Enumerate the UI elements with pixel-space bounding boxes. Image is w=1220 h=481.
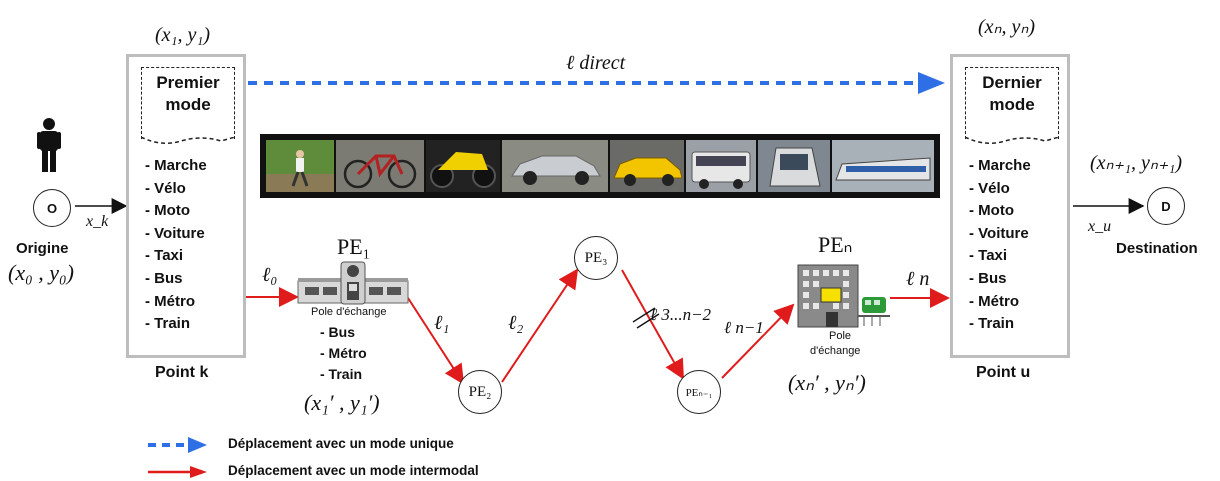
left-box-header: Premier mode [141,67,235,139]
list-item: - Métro [320,345,367,361]
direct-arrowhead [918,72,945,94]
edge-xu-label: x_u [1088,218,1112,235]
list-item: - Vélo [145,179,186,197]
edge-l1-label: ℓ₁ [434,312,450,334]
legend-dashed-label: Déplacement avec un mode unique [228,436,454,451]
node-pen1: PEₙ₋₁ [677,370,721,414]
coord-xnyn: (xₙ, yₙ) [978,16,1036,38]
transport-photo-strip [260,134,940,198]
tram-photo [758,140,830,192]
list-item: - Voiture [969,224,1029,242]
building-icon [797,264,890,328]
pen-title: PEₙ [818,232,853,257]
right-header-curl [965,137,1060,144]
right-box-caption: Point u [976,364,1031,381]
edge-l2 [501,268,579,383]
break-mark [636,313,660,329]
bus-photo [686,140,756,192]
list-item: - Bus [145,269,183,287]
bicycle-photo [336,140,424,192]
break-mark [632,307,656,323]
train-photo [832,140,934,192]
coord-x0y0: (x₀ , y₀) [8,260,74,285]
direct-label: ℓ direct [566,52,626,74]
left-mode-list: - Marche - Vélo - Moto - Voiture - Taxi … [145,155,207,336]
legend-solid-label: Déplacement avec un mode intermodal [228,463,479,478]
origin-node: O [33,189,71,227]
list-item: - Vélo [969,179,1010,197]
left-mode-box: Premier mode - Marche - Vélo - Moto - Vo… [126,54,246,358]
list-item: - Marche [145,157,207,174]
taxi-photo [610,140,684,192]
person-icon [37,118,61,172]
list-item: - Moto [145,202,190,220]
legend-solid-head [190,466,207,478]
list-item: - Train [320,366,363,382]
pe1-caption: Pole d'échange [311,306,387,318]
node-pe3: PE₃ [574,236,618,280]
motorcycle-photo [426,140,500,192]
coord-x1y1: (x₁, y₁) [155,24,210,46]
edge-ln1-label: ℓ n−1 [724,318,764,337]
left-header-curl [141,137,236,144]
edge-xk-label: x_k [86,213,109,230]
edge-l1 [407,297,465,385]
station-icon [297,261,409,305]
destination-label: Destination [1116,240,1198,257]
legend-dashed-head [188,437,207,453]
list-item: - Taxi [145,247,184,265]
coord-xn1yn1: (xₙ₊₁, yₙ₊₁) [1090,152,1183,174]
list-item: - Métro [145,292,195,310]
node-pe2: PE₂ [458,370,502,414]
edge-l0-label: ℓ₀ [262,264,278,286]
pe1-title: PE₁ [337,234,371,259]
edge-l2-label: ℓ₂ [508,312,524,334]
left-box-caption: Point k [155,364,209,381]
list-item: - Moto [969,202,1014,220]
destination-node: D [1147,187,1185,225]
list-item: - Métro [969,292,1019,310]
list-item: - Bus [320,324,355,340]
list-item: - Taxi [969,247,1008,265]
list-item: - Train [969,315,1015,333]
car-photo [502,140,608,192]
edge-l3 [621,269,684,380]
origin-label: Origine [16,240,69,257]
right-mode-box: Dernier mode - Marche - Vélo - Moto - Vo… [950,54,1070,358]
edge-l3-label: ℓ 3...n−2 [650,305,712,324]
list-item: - Voiture [145,224,205,242]
coord-xnprime: (xₙ′ , yₙ′) [788,370,866,395]
pen-caption-1: Pole [829,330,852,342]
pedestrian-photo [266,140,334,192]
list-item: - Train [145,315,191,333]
coord-x1prime: (x₁′ , y₁′) [304,390,380,415]
pe1-mode-list: - Bus - Métro - Train [320,322,367,385]
edge-ln1 [721,303,795,379]
pen-caption-2: d'échange [810,345,861,357]
list-item: - Marche [969,157,1031,174]
right-box-header: Dernier mode [965,67,1059,139]
right-mode-list: - Marche - Vélo - Moto - Voiture - Taxi … [969,155,1031,336]
list-item: - Bus [969,269,1007,287]
edge-ln-label: ℓ n [906,268,930,290]
